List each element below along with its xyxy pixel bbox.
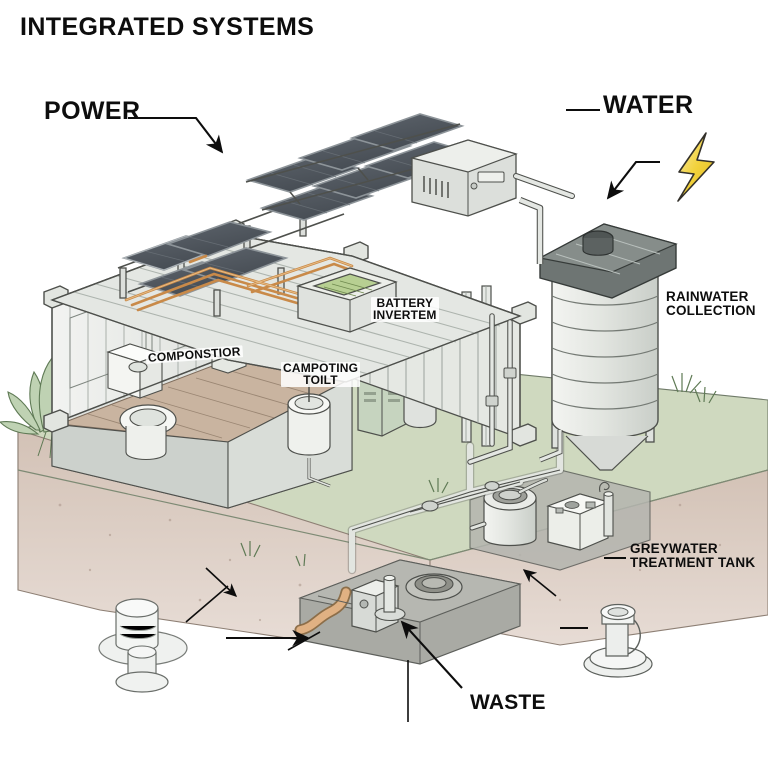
- callout-power: POWER: [44, 97, 141, 125]
- grass-tufts: [240, 373, 717, 567]
- callout-camping-toilet: CAMPOTING TOILT: [281, 361, 361, 388]
- leader-waste: [400, 620, 463, 689]
- leader-greywater-box: [522, 569, 557, 597]
- greywater-filter-box: [546, 493, 610, 551]
- septic-access-cover: [405, 573, 463, 601]
- callout-rainwater-collection: RAINWATER COLLECTION: [666, 289, 756, 319]
- greywater-area: [469, 469, 651, 571]
- underground-waste-chamber: [294, 559, 522, 665]
- callout-waste: WASTE: [470, 691, 546, 714]
- leader-container-base: [205, 567, 238, 597]
- leader-detail-left-tick: [185, 585, 229, 623]
- chamber-vent-riser: [374, 574, 406, 622]
- greywater-vent-pipe: [599, 481, 614, 537]
- detail-cleanout-fitting: [98, 598, 188, 693]
- solar-panel: [181, 247, 289, 283]
- battery-inverter-box: [409, 139, 575, 217]
- camping-toilet-unit: [287, 369, 331, 488]
- rainwater-tank: [518, 196, 678, 471]
- solar-panel: [165, 221, 273, 257]
- callout-greywater-treatment-tank: GREYWATER TREATMENT TANK: [630, 541, 756, 571]
- callout-leaders: [128, 108, 660, 722]
- greywater-treatment-tank: [469, 478, 548, 547]
- leader-hose-tick: [287, 631, 321, 651]
- dc-conduit-highlight: [125, 257, 353, 301]
- leader-power: [128, 116, 224, 154]
- lightning-bolt-icon: [677, 132, 715, 202]
- downpipes: [467, 313, 517, 465]
- detail-vent-riser: [583, 603, 653, 678]
- callout-water: WATER: [603, 91, 694, 119]
- callout-battery-inverter: BATTERY INVERTEM: [371, 296, 439, 323]
- tank-hatch: [582, 230, 614, 256]
- page-title: INTEGRATED SYSTEMS: [20, 13, 315, 41]
- leader-water: [606, 160, 660, 200]
